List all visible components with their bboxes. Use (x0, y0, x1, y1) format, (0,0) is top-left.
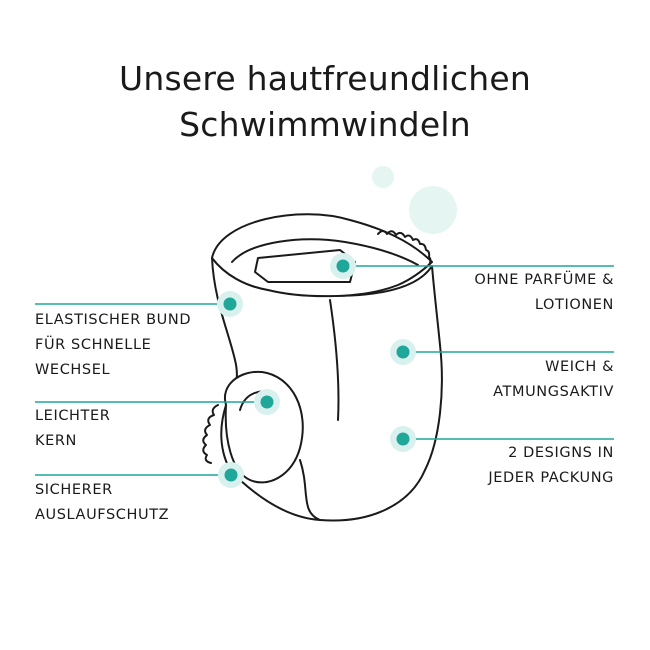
connector-lines (35, 265, 614, 476)
teal-dot-icon (218, 462, 244, 488)
feature-label-no-fragrance: OHNE PARFÜME & LOTIONEN (474, 268, 614, 318)
teal-dot-icon (217, 291, 243, 317)
feature-label-line: ATMUNGSAKTIV (493, 384, 614, 400)
feature-markers (217, 253, 416, 488)
feature-label-line: 2 DESIGNS IN (508, 445, 614, 461)
feature-label-light-core: LEICHTER KERN (35, 404, 110, 454)
feature-label-line: FÜR SCHNELLE (35, 337, 152, 353)
bubble-icon (372, 166, 394, 188)
feature-label-line: JEDER PACKUNG (488, 470, 614, 486)
feature-label-leak-protection: SICHERER AUSLAUFSCHUTZ (35, 478, 169, 528)
feature-label-elastic-waist: ELASTISCHER BUND FÜR SCHNELLE WECHSEL (35, 308, 191, 383)
feature-label-line: LEICHTER (35, 408, 111, 424)
bubble-icon (409, 186, 457, 234)
teal-dot-icon (254, 389, 280, 415)
page-title-line-1: Unsere hautfreundlichen (119, 59, 531, 98)
feature-label-line: KERN (35, 433, 77, 449)
teal-dot-icon (330, 253, 356, 279)
feature-label-line: ELASTISCHER BUND (35, 312, 192, 328)
teal-dot-icon (390, 426, 416, 452)
feature-label-line: AUSLAUFSCHUTZ (35, 507, 170, 523)
feature-label-line: LOTIONEN (534, 297, 614, 313)
page-title-line-2: Schwimmwindeln (179, 105, 471, 144)
feature-label-line: SICHERER (35, 482, 113, 498)
feature-label-designs: 2 DESIGNS IN JEDER PACKUNG (488, 441, 614, 491)
feature-label-line: WECHSEL (35, 362, 111, 378)
teal-dot-icon (390, 339, 416, 365)
feature-label-line: OHNE PARFÜME & (474, 272, 614, 288)
page-title: Unsere hautfreundlichen Schwimmwindeln (0, 56, 650, 148)
feature-label-line: WEICH & (545, 359, 614, 375)
feature-label-breathable: WEICH & ATMUNGSAKTIV (493, 355, 614, 405)
